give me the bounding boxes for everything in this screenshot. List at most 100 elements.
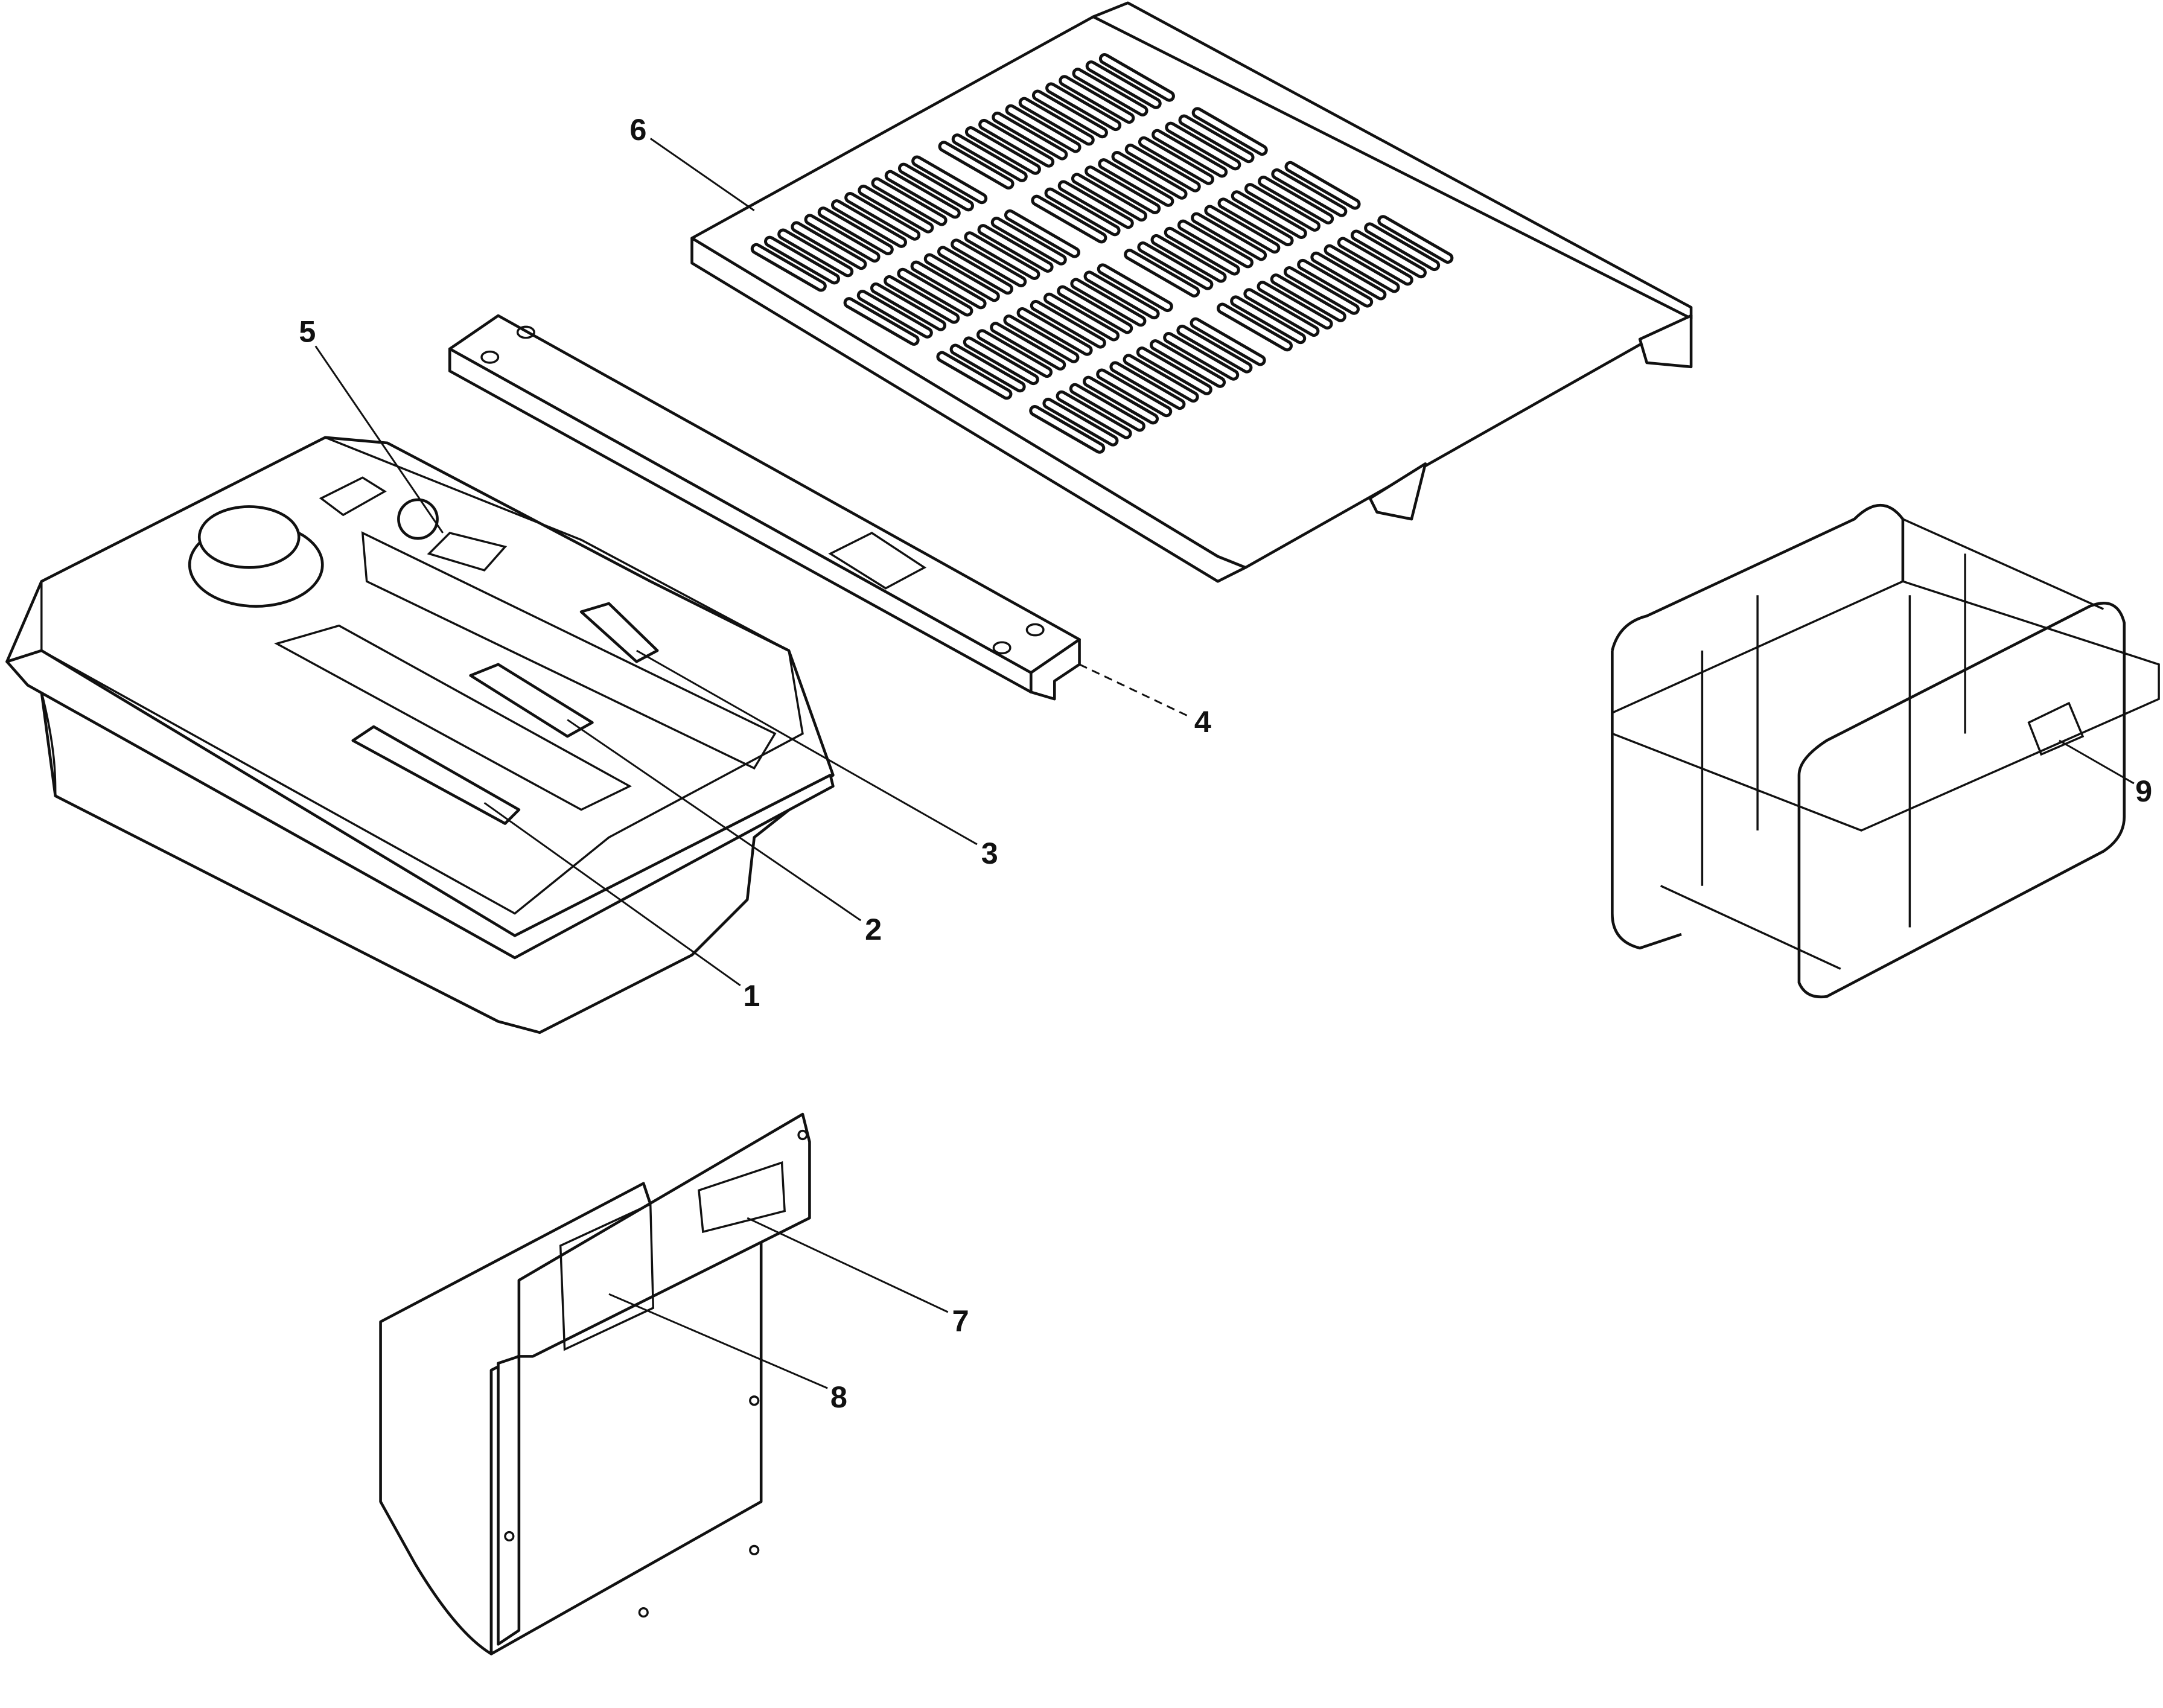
grille-slot [992, 111, 1068, 161]
grille-slot [951, 133, 1028, 182]
grille-slot [923, 253, 1000, 302]
grille-slot [1204, 205, 1281, 254]
grille-slot [1044, 187, 1121, 237]
grille-slot [1163, 331, 1240, 381]
grille-slot [1283, 266, 1360, 315]
grille-slot [1364, 222, 1441, 272]
grille-slot [911, 155, 988, 205]
grille-slot [1337, 237, 1413, 286]
callout-7: 7 [952, 1304, 969, 1338]
grille-slot [856, 290, 933, 339]
grille-slot [977, 224, 1054, 273]
grille-slot [1243, 288, 1320, 337]
grille-slot [1350, 229, 1427, 279]
grille-slot [1097, 263, 1173, 313]
grille-slot [1098, 53, 1175, 102]
grille-slot [897, 162, 974, 212]
grille-slot [1083, 375, 1159, 425]
grille-slot [858, 184, 934, 234]
grille-slot [1244, 183, 1320, 232]
callout-9: 9 [2135, 774, 2152, 808]
grille-slot [1217, 197, 1294, 247]
grille-slot [937, 246, 1014, 295]
grille-slot [1216, 302, 1293, 352]
grille-slot [1029, 405, 1106, 454]
grille-slot [1124, 143, 1201, 193]
callout-2: 2 [865, 912, 882, 946]
grille-slot [910, 260, 987, 310]
leader-6 [649, 138, 755, 211]
grille-slot [884, 275, 960, 324]
grille-slot [963, 336, 1039, 386]
callout-4: 4 [1194, 704, 1211, 739]
grille-slot [1164, 226, 1240, 276]
grille-slot [1324, 244, 1400, 293]
grille-slot [1016, 307, 1093, 356]
grille-slot [1176, 324, 1253, 374]
grille-slot [1149, 339, 1226, 388]
grille-slot [1191, 107, 1268, 156]
grille-slot [1030, 299, 1106, 349]
grille-slot [1056, 390, 1132, 439]
grille-slot [1258, 176, 1334, 225]
grille-slot [843, 297, 920, 346]
grille-slot [1257, 281, 1333, 330]
grille-slot [1177, 219, 1254, 269]
grille-slot [1124, 249, 1200, 298]
callout-3: 3 [981, 836, 998, 870]
grille-slot [1310, 251, 1387, 301]
callout-6: 6 [629, 112, 646, 147]
grille-slot [1123, 354, 1199, 403]
grille-slot [817, 206, 894, 255]
grille-slot [949, 343, 1026, 393]
grille-slot [1003, 314, 1080, 363]
grille-slot [884, 170, 961, 219]
grille-slot [1042, 397, 1119, 447]
grille-slot [1152, 129, 1228, 178]
grille-slot [897, 267, 973, 317]
grille-slot [1031, 194, 1107, 244]
grille-slot [1271, 168, 1348, 217]
grille-slot [1085, 165, 1161, 214]
grille-slot [1070, 278, 1147, 327]
grille-slot [1190, 317, 1266, 366]
grille-slot [951, 238, 1027, 288]
grille-slot [1045, 82, 1122, 132]
grille-slot [1109, 361, 1186, 410]
cover-plate [379, 1112, 811, 1655]
grille-slot [936, 351, 1013, 400]
grille-slot [976, 329, 1053, 378]
grille-panel [690, 1, 1693, 583]
leader-4 [1078, 663, 1191, 718]
grille-slot [1165, 121, 1241, 171]
grille-slot [1111, 151, 1188, 200]
grille-slot [871, 177, 948, 226]
grille-slot [1137, 241, 1214, 290]
leader-7 [747, 1217, 949, 1313]
grille-slot [1191, 212, 1267, 261]
grille-slot [1071, 173, 1147, 222]
callout-1: 1 [743, 978, 760, 1013]
grille-slot [830, 199, 907, 248]
grille-slot [1231, 190, 1307, 239]
grille-slot [1004, 209, 1080, 258]
grille-slot [1069, 383, 1145, 432]
callout-8: 8 [830, 1380, 847, 1414]
grille-slot [1284, 161, 1361, 210]
grille-slot [1136, 346, 1212, 395]
grille-slot [1031, 89, 1108, 139]
grille-slot [791, 221, 867, 270]
grille-slot [1057, 285, 1133, 334]
grille-slot [1072, 68, 1148, 116]
grille-slot [1059, 75, 1135, 124]
grille-slot [1096, 368, 1173, 418]
grille-slot [964, 231, 1040, 280]
grille-slot [750, 243, 827, 292]
grille-slot [1377, 215, 1454, 264]
grille-slot [844, 192, 921, 241]
grille-slot [1083, 270, 1160, 320]
grille-slot [763, 235, 841, 285]
leader-9 [2059, 739, 2135, 785]
grille-slot [978, 118, 1055, 168]
leader-8 [608, 1293, 828, 1389]
